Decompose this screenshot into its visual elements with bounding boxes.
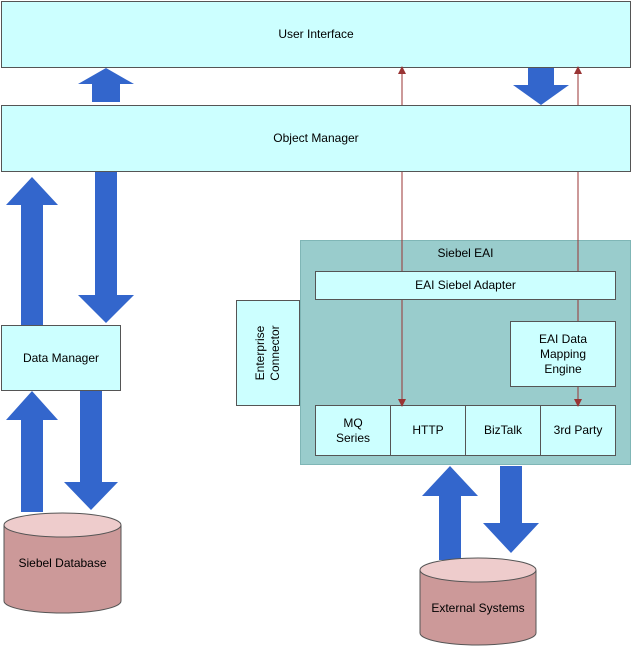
arrow-down-ui-to-om (513, 68, 569, 105)
external-systems-cylinder (419, 557, 537, 646)
arrow-down-om-to-dm (78, 172, 134, 323)
transport-3rd-party-box: 3rd Party (540, 405, 616, 456)
eai-siebel-adapter-label: EAI Siebel Adapter (415, 278, 516, 292)
siebel-eai-title: Siebel EAI (437, 246, 494, 260)
arrow-down-dm-to-db (64, 391, 118, 510)
user-interface-label: User Interface (278, 27, 354, 41)
arrow-up-dm-to-om (6, 177, 58, 325)
data-manager-box: Data Manager (1, 325, 121, 391)
transport-3rd-party-label: 3rd Party (553, 423, 603, 437)
transport-biztalk-label: BizTalk (483, 423, 522, 437)
enterprise-connector-box: Enterprise Connector (236, 300, 300, 406)
transport-http-label: HTTP (412, 423, 444, 437)
object-manager-label: Object Manager (273, 131, 359, 145)
transport-mq-series-box: MQ Series (315, 405, 391, 456)
eai-data-mapping-engine-label: EAI Data Mapping Engine (538, 331, 588, 376)
transport-http-box: HTTP (390, 405, 466, 456)
user-interface-box: User Interface (1, 1, 631, 68)
siebel-database-cylinder (3, 512, 122, 614)
data-manager-label: Data Manager (22, 350, 100, 365)
arrow-up-ext-to-eai (422, 466, 478, 560)
arrow-up-db-to-dm (6, 391, 58, 512)
arrow-down-eai-to-ext (483, 466, 539, 553)
siebel-database-label: Siebel Database (18, 556, 107, 570)
external-systems-label: External Systems (431, 601, 525, 615)
eai-data-mapping-engine-box: EAI Data Mapping Engine (510, 321, 616, 387)
transport-mq-series-label: MQ Series (335, 415, 370, 445)
eai-siebel-adapter-box: EAI Siebel Adapter (315, 271, 616, 300)
transport-biztalk-box: BizTalk (465, 405, 541, 456)
object-manager-box: Object Manager (1, 105, 631, 172)
arrow-up-om-to-ui (78, 68, 134, 102)
